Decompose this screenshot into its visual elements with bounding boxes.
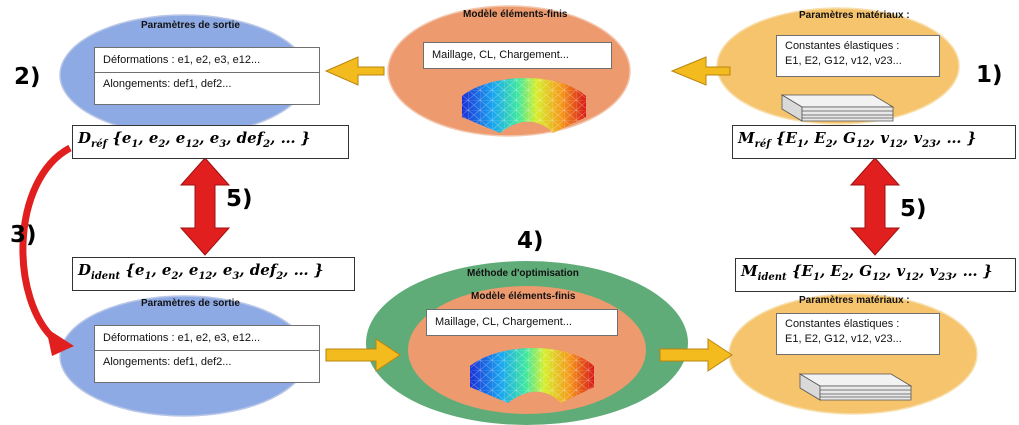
formula-d-ident: Dident {e1, e2, e12, e3, def2, … } (72, 257, 355, 291)
formula-subscript: réf (91, 139, 107, 150)
material-line2: E1, E2, G12, v12, v23... (785, 55, 902, 67)
formula-symbol: M (741, 262, 758, 280)
bottom-center-title: Modèle éléments-finis (471, 291, 576, 302)
top-right-title: Paramètres matériaux : (799, 10, 910, 21)
top-right-material-box: Constantes élastiques : E1, E2, G12, v12… (776, 35, 940, 77)
bottom-right-title: Paramètres matériaux : (799, 295, 910, 306)
bottom-left-output-box: Déformations : e1, e2, e3, e12... Alonge… (94, 325, 320, 383)
bottom-center-model-box: Maillage, CL, Chargement... (426, 309, 618, 336)
top-left-title: Paramètres de sortie (141, 20, 240, 31)
formula-args: {e1, e2, e12, e3, def2, … } (125, 261, 324, 282)
formula-symbol: D (78, 261, 92, 279)
formula-args: {E1, E2, G12, v12, v23, … } (775, 129, 977, 150)
formula-subscript: ident (757, 272, 787, 283)
alongements-text: Alongements: def1, def2... (103, 78, 232, 90)
step-label-5-left: 5) (226, 186, 253, 212)
arrow-center-to-left (324, 56, 385, 86)
top-left-output-box: Déformations : e1, e2, e3, e12... Alonge… (94, 47, 320, 105)
model-content-text: Maillage, CL, Chargement... (432, 49, 569, 61)
formula-subscript: réf (754, 139, 771, 150)
deformations-text: Déformations : e1, e2, e3, e12... (103, 54, 261, 66)
formula-symbol: M (738, 129, 755, 147)
step-label-2: 2) (14, 64, 41, 90)
laminate-plate-icon (780, 94, 895, 122)
copy-arrow-head (46, 328, 74, 356)
material-line2: E1, E2, G12, v12, v23... (785, 333, 902, 345)
fem-mesh-icon (470, 348, 594, 403)
top-center-model-box: Maillage, CL, Chargement... (423, 42, 612, 69)
formula-symbol: D (78, 129, 92, 147)
copy-arrow-curved (19, 144, 72, 343)
arrow-center-to-right-bottom (659, 338, 733, 372)
step-label-4: 4) (517, 228, 544, 254)
formula-m-ref: Mréf {E1, E2, G12, v12, v23, … } (732, 125, 1016, 159)
model-content-text: Maillage, CL, Chargement... (435, 316, 572, 328)
deformations-text: Déformations : e1, e2, e3, e12... (103, 332, 261, 344)
step-label-1: 1) (976, 62, 1003, 88)
material-line1: Constantes élastiques : (785, 318, 900, 330)
formula-m-ident: Mident {E1, E2, G12, v12, v23, … } (735, 258, 1016, 292)
top-center-title: Modèle éléments-finis (463, 9, 568, 20)
bottom-left-title: Paramètres de sortie (141, 298, 240, 309)
formula-d-ref: Dréf {e1, e2, e12, e3, def2, … } (72, 125, 349, 159)
laminate-plate-icon (798, 373, 913, 401)
arrow-left-to-center-bottom (325, 338, 401, 372)
comparison-arrow-right (849, 157, 901, 256)
alongements-text: Alongements: def1, def2... (103, 356, 232, 368)
step-label-3: 3) (10, 222, 37, 248)
comparison-arrow-left (179, 157, 231, 256)
formula-args: {E1, E2, G12, v12, v23, … } (791, 262, 993, 283)
step-label-5-right: 5) (900, 196, 927, 222)
fem-mesh-icon (462, 78, 586, 133)
formula-args: {e1, e2, e12, e3, def2, … } (112, 129, 311, 150)
arrow-right-to-center (670, 56, 731, 86)
material-line1: Constantes élastiques : (785, 40, 900, 52)
formula-subscript: ident (91, 271, 121, 282)
bottom-right-material-box: Constantes élastiques : E1, E2, G12, v12… (776, 313, 940, 355)
optimisation-title: Méthode d'optimisation (467, 268, 579, 279)
